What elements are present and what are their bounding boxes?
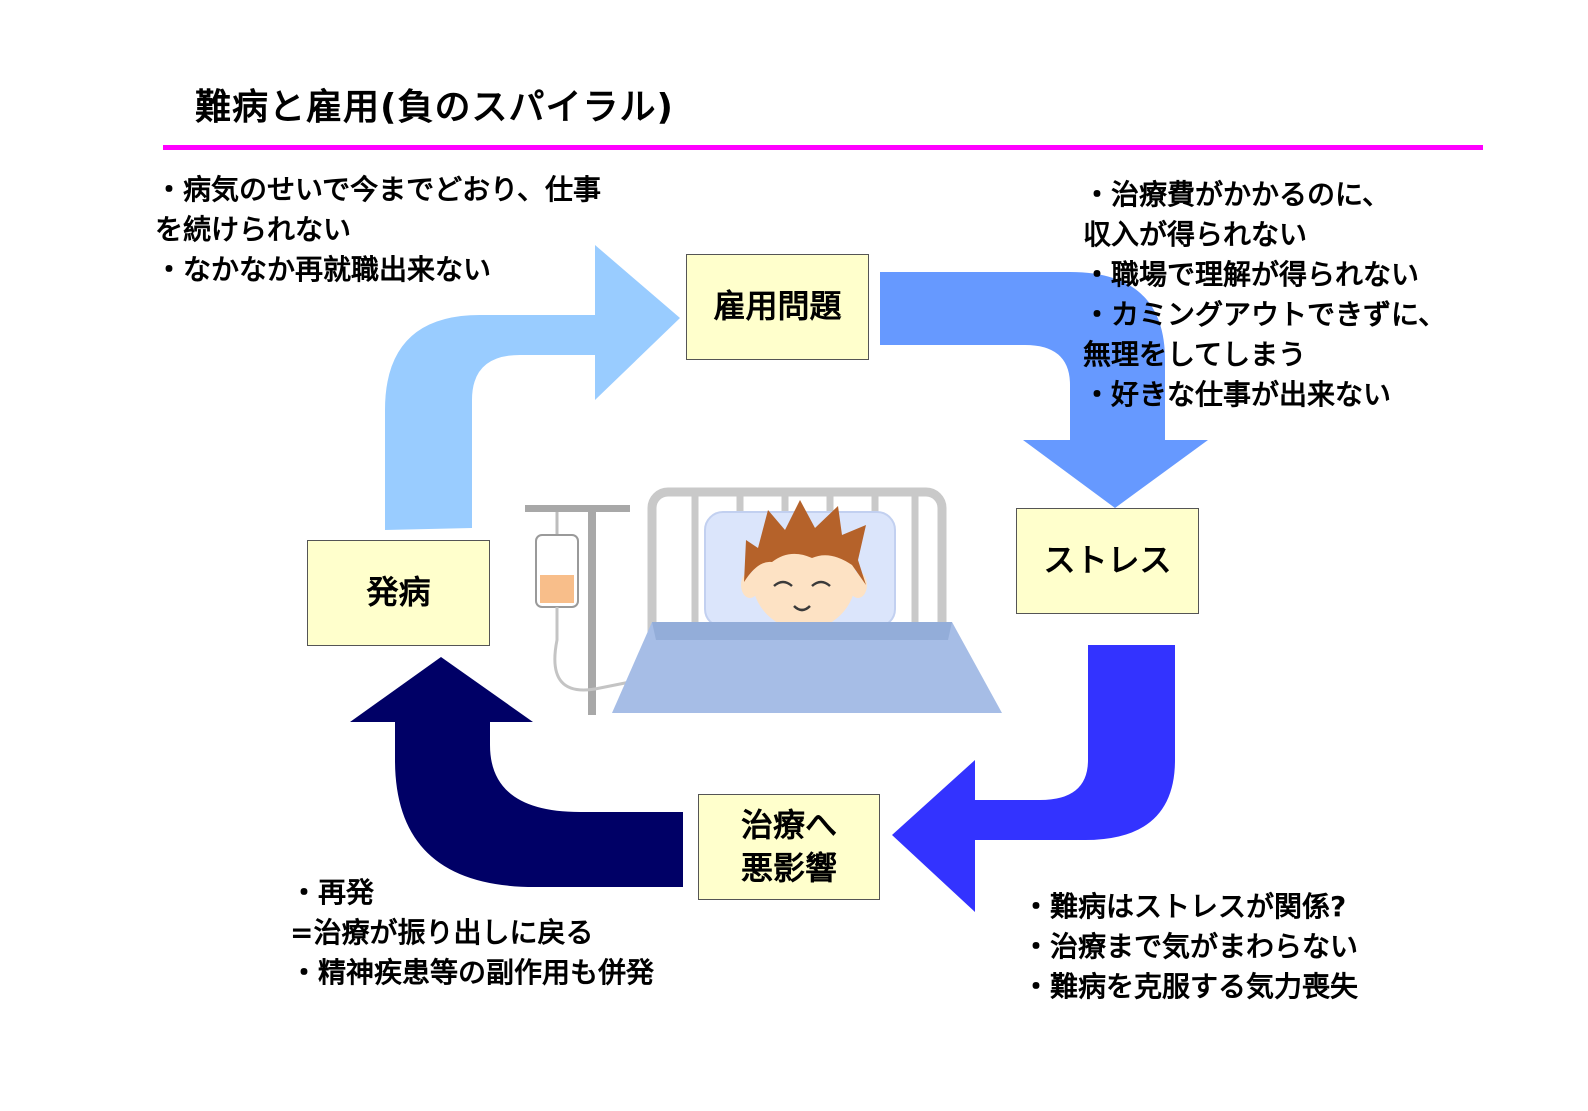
stage-stress-label: ストレス (1043, 541, 1172, 580)
arrow-treatment-to-onset (350, 657, 683, 887)
note-line: ・職場で理解が得られない (1083, 258, 1420, 291)
stage-onset-label: 発病 (366, 573, 431, 612)
stage-treatment-label-line1: 治療へ (740, 805, 837, 844)
note-line: ・精神疾患等の副作用も併発 (290, 956, 655, 989)
stage-stress: ストレス (1016, 508, 1199, 614)
note-line: ・治療費がかかるのに、 (1083, 178, 1391, 211)
arrow-onset-to-employment (385, 245, 680, 530)
note-line: ・治療まで気がまわらない (1022, 930, 1359, 963)
stage-treatment-label-line2: 悪影響 (740, 849, 837, 887)
note-line: ・難病を克服する気力喪失 (1022, 970, 1359, 1003)
note-line: 無理をしてしまう (1083, 338, 1307, 371)
note-line: ・好きな仕事が出来ない (1083, 378, 1392, 411)
arrow-employment-to-stress (880, 272, 1208, 508)
stage-treatment-impact: 治療へ 悪影響 (698, 794, 880, 900)
note-line: 収入が得られない (1083, 218, 1308, 251)
note-relapse: ・再発 =治療が振り出しに戻る ・精神疾患等の副作用も併発 (290, 873, 654, 993)
hospital-bed-patient-icon (525, 487, 1002, 715)
note-line: ・難病はストレスが関係? (1022, 890, 1347, 923)
note-line: =治療が振り出しに戻る (290, 916, 594, 949)
note-employment-issues: ・病気のせいで今までどおり、仕事 を続けられない ・なかなか再就職出来ない (155, 170, 601, 290)
note-stress-causes: ・治療費がかかるのに、 収入が得られない ・職場で理解が得られない ・カミングア… (1083, 175, 1446, 415)
note-treatment-effects: ・難病はストレスが関係? ・治療まで気がまわらない ・難病を克服する気力喪失 (1022, 887, 1358, 1007)
title-underline (163, 145, 1483, 150)
stage-onset: 発病 (307, 540, 490, 646)
note-line: ・なかなか再就職出来ない (155, 253, 492, 286)
note-line: ・病気のせいで今までどおり、仕事 (155, 173, 602, 206)
arrow-stress-to-treatment (892, 645, 1175, 912)
stage-employment-problem: 雇用問題 (686, 254, 869, 360)
page-title: 難病と雇用(負のスパイラル) (195, 87, 674, 128)
stage-employment-label: 雇用問題 (713, 287, 842, 326)
note-line: ・再発 (290, 876, 375, 909)
note-line: を続けられない (155, 213, 352, 246)
note-line: ・カミングアウトできずに、 (1083, 298, 1447, 331)
